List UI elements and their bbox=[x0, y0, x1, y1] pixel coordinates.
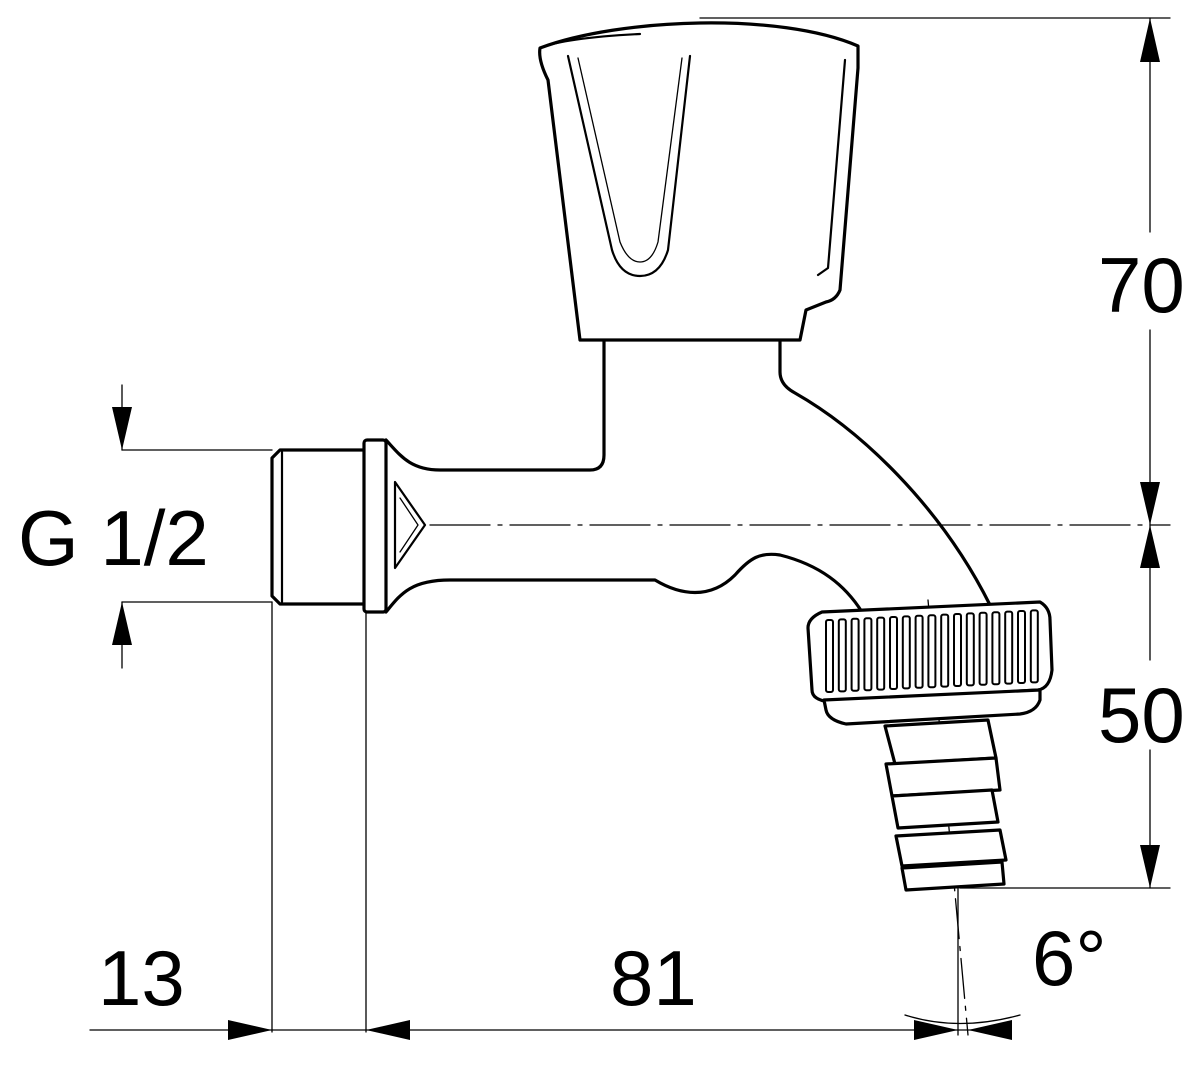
knurl-ridge bbox=[825, 619, 834, 693]
arrow-up-icon bbox=[112, 602, 132, 645]
knurl-ridge bbox=[863, 617, 873, 692]
knurl-ridge bbox=[978, 611, 988, 686]
arrow-down-icon bbox=[112, 407, 132, 450]
knurl-ridge bbox=[914, 614, 924, 689]
knurl-ridge bbox=[901, 615, 911, 690]
arrow-left-icon bbox=[968, 1020, 1012, 1040]
inlet-length-label: 13 bbox=[98, 934, 185, 1022]
knurl-ridge bbox=[876, 616, 886, 691]
height-upper-label: 70 bbox=[1098, 241, 1185, 329]
tap-handle bbox=[538, 21, 860, 342]
knurl-ridge bbox=[850, 617, 860, 692]
knurl-ridge bbox=[837, 618, 847, 693]
spout-reach-label: 81 bbox=[610, 934, 697, 1022]
knurl-ridge bbox=[1017, 610, 1026, 684]
knurl-ridge bbox=[953, 613, 962, 687]
arrow-down-icon bbox=[1140, 482, 1160, 525]
knurl-ridge bbox=[1029, 609, 1039, 684]
dimension-arrows bbox=[112, 18, 1160, 1040]
thread-label: G 1/2 bbox=[18, 494, 209, 582]
tap-body bbox=[270, 338, 992, 614]
arrow-left-icon bbox=[366, 1020, 410, 1040]
height-lower-label: 50 bbox=[1098, 671, 1185, 759]
hose-nozzle bbox=[883, 718, 1008, 892]
knurl-ridge bbox=[965, 612, 975, 687]
knurl-ridge bbox=[940, 613, 950, 688]
arrow-up-icon bbox=[1140, 18, 1160, 62]
arrow-right-icon bbox=[914, 1020, 958, 1040]
arrow-down-icon bbox=[1140, 845, 1160, 888]
knurl-ridge bbox=[927, 614, 937, 689]
knurl-ridge bbox=[1004, 610, 1014, 685]
knurl-ridge bbox=[991, 611, 1001, 686]
coupling-nut bbox=[806, 600, 1054, 726]
knurl-ridge bbox=[889, 616, 898, 690]
arrow-up-icon bbox=[1140, 525, 1160, 568]
arrow-right-icon bbox=[228, 1020, 272, 1040]
dimension-labels: G 1/2 70 50 13 81 6° bbox=[18, 241, 1185, 1022]
angle-label: 6° bbox=[1032, 914, 1107, 1002]
